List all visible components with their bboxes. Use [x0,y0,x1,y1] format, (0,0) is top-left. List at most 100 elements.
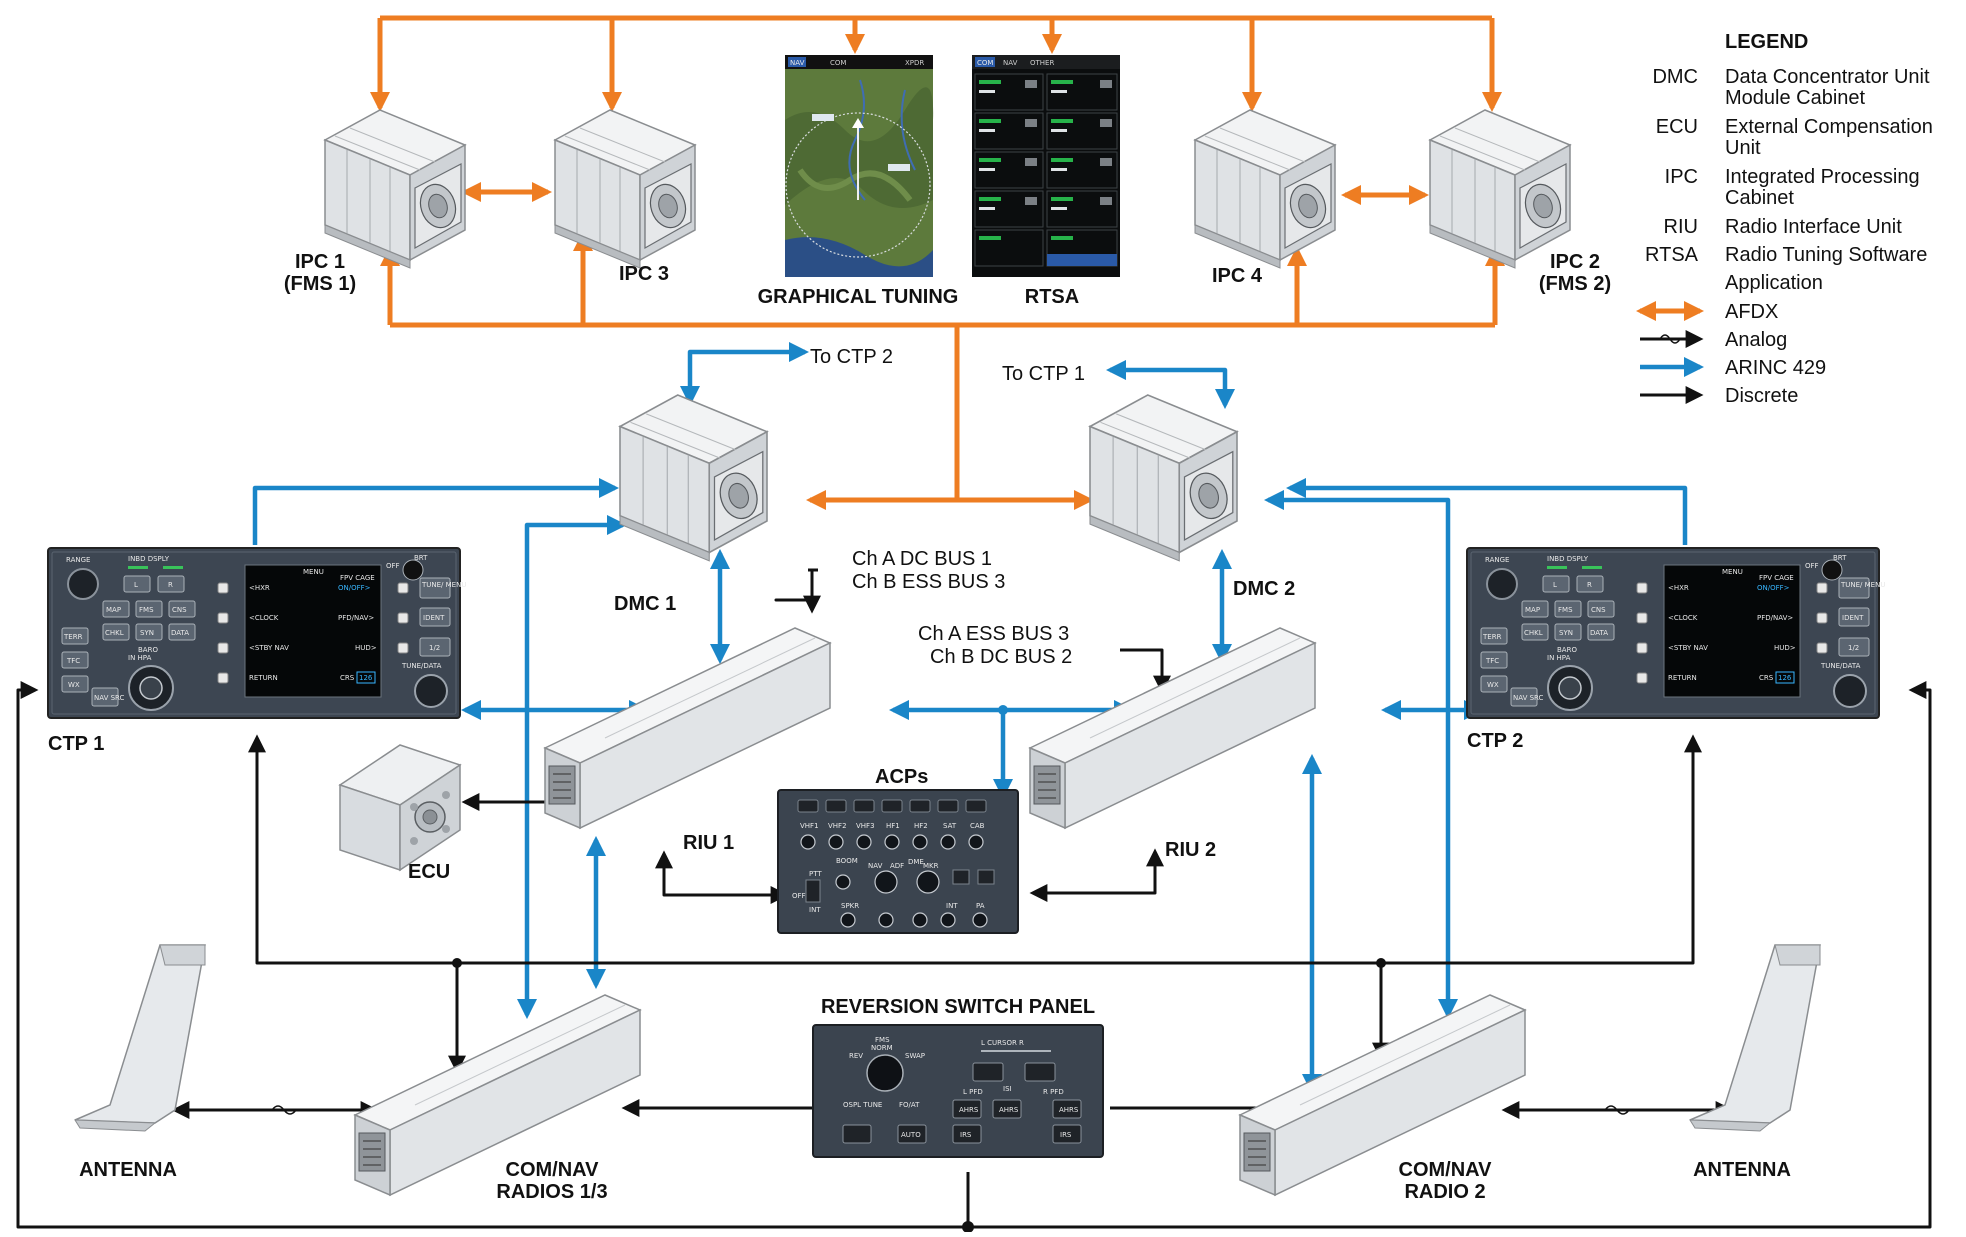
ctp1-wx-button[interactable]: WX [68,681,80,689]
arinc-429-network [252,341,1688,1095]
ctp2-cns-button[interactable]: CNS [1591,606,1606,614]
ctp1-cns-button[interactable]: CNS [172,606,187,614]
analog-key-icon [1640,330,1704,348]
ctp2-half-button[interactable]: 1/2 [1848,644,1859,652]
gt-tab-1[interactable]: COM [830,59,846,67]
gt-tab-2[interactable]: XPDR [905,59,924,67]
ctp1-tfc-button[interactable]: TFC [66,657,80,665]
range-knob-icon[interactable] [67,568,99,600]
ctp2-stbynav-item[interactable]: <STBY NAV [1668,644,1708,652]
ctp1-left-buttons[interactable]: L R MAP FMS CNS CHKL SYN DATA TERR TFC W… [61,575,196,707]
ctp2-crs-label: CRS [1759,674,1774,682]
ctp2-navsrc-button[interactable]: NAV SRC [1513,694,1544,702]
ctp1-navsrc-button[interactable]: NAV SRC [94,694,125,702]
ctp1-half-button[interactable]: 1/2 [429,644,440,652]
gt-tab-0[interactable]: NAV [790,59,805,67]
ctp2-r-button[interactable]: R [1587,581,1592,589]
ctp1-hud-item[interactable]: HUD> [355,644,377,652]
ctp2-onoff-item[interactable]: ON/OFF> [1757,584,1790,592]
ctp1-fms-button[interactable]: FMS [139,606,154,614]
ctp1-hxr-item[interactable]: <HXR [249,584,270,592]
legend: LEGEND DMC Data Concentrator Unit Module… [1636,31,1933,407]
bus2-line2-label: Ch B DC BUS 2 [930,646,1072,668]
ctp2-l-button[interactable]: L [1553,581,1557,589]
ctp2-hud-item[interactable]: HUD> [1774,644,1796,652]
ctp1-pfdnav-item[interactable]: PFD/NAV> [338,614,374,622]
ctp2-data-button[interactable]: DATA [1590,629,1608,637]
ctp1-return-item[interactable]: RETURN [249,674,278,682]
ctp2-ident-button[interactable]: IDENT [1842,614,1864,622]
acp-pa-label: PA [976,902,985,910]
ctp2-display [1663,564,1801,698]
brightness-knob-icon[interactable] [402,559,424,581]
ctp2-tfc-button[interactable]: TFC [1485,657,1499,665]
rtsa-tab-1[interactable]: NAV [1003,59,1018,67]
legend-key-arinc: ARINC 429 [1725,357,1826,379]
ctp2-terr-button[interactable]: TERR [1482,633,1502,641]
ctp1-ident-button[interactable]: IDENT [423,614,445,622]
comnav13-line1-label: COM/NAV [506,1159,600,1181]
ctp2-wx-button[interactable]: WX [1487,681,1499,689]
fms-selector-knob-icon[interactable] [866,1054,904,1092]
acp-key-sat[interactable]: SAT [943,822,957,830]
ctp2-return-item[interactable]: RETURN [1668,674,1697,682]
acp-key-cab[interactable]: CAB [970,822,985,830]
ctp2-left-buttons[interactable]: L R MAP FMS CNS CHKL SYN DATA TERR TFC W… [1480,575,1615,707]
ctp2-fpvcage-item[interactable]: FPV CAGE [1759,574,1794,582]
ctp2-tunemenu-button[interactable]: TUNE/ MENU [1840,581,1885,589]
ipc1-sub-label: (FMS 1) [284,273,356,295]
range-knob-icon[interactable] [1486,568,1518,600]
rtsa-tab-2[interactable]: OTHER [1030,59,1054,67]
acp-int-label: INT [809,906,821,914]
rsp-ahrs-button-l[interactable]: AHRS [959,1106,979,1114]
ctp1-terr-button[interactable]: TERR [63,633,83,641]
ctp2-pfdnav-item[interactable]: PFD/NAV> [1757,614,1793,622]
rsp-irs-button-l[interactable]: IRS [960,1131,972,1139]
rsp-ahrs-button-c[interactable]: AHRS [999,1106,1019,1114]
acp-key-hf2[interactable]: HF2 [914,822,928,830]
rtsa-tab-0[interactable]: COM [977,59,993,67]
ctp2-off-label: OFF [1805,562,1819,570]
ctp2-hxr-item[interactable]: <HXR [1668,584,1689,592]
ctp2-inbd-label: INBD DSPLY [1547,555,1589,563]
ctp1-chkl-button[interactable]: CHKL [105,629,124,637]
legend-def-riu-1: Radio Interface Unit [1725,216,1902,238]
rtsa-label: RTSA [1025,286,1079,308]
ctp2-syn-button[interactable]: SYN [1559,629,1573,637]
riu2-label: RIU 2 [1165,839,1216,861]
acp-knob-adf-label: ADF [890,862,904,870]
acp-key-vhf2[interactable]: VHF2 [828,822,847,830]
tune-knob-icon[interactable] [1833,674,1867,708]
ecu-label: ECU [408,861,450,883]
rsp-cursor-label: L CURSOR R [981,1039,1024,1047]
analog-links [171,1101,1734,1119]
ctp1-tunemenu-button[interactable]: TUNE/ MENU [421,581,466,589]
tune-knob-icon[interactable] [414,674,448,708]
ctp1-l-button[interactable]: L [134,581,138,589]
dmc-1-cabinet [619,394,768,562]
acp-off-label: OFF [792,892,806,900]
ctp1-data-button[interactable]: DATA [171,629,189,637]
brightness-knob-icon[interactable] [1821,559,1843,581]
ctp1-fpvcage-item[interactable]: FPV CAGE [340,574,375,582]
ctp2-fms-button[interactable]: FMS [1558,606,1573,614]
rsp-irs-button-r[interactable]: IRS [1060,1131,1072,1139]
acp-key-vhf3[interactable]: VHF3 [856,822,875,830]
rsp-norm-label: NORM [871,1044,893,1052]
acp-key-vhf1[interactable]: VHF1 [800,822,819,830]
rsp-ospltune-label: OSPL TUNE [843,1101,882,1109]
acp-key-hf1[interactable]: HF1 [886,822,900,830]
ctp1-r-button[interactable]: R [168,581,173,589]
ctp2-inhpa-label: IN HPA [1547,654,1571,662]
ctp1-syn-button[interactable]: SYN [140,629,154,637]
ctp1-stbynav-item[interactable]: <STBY NAV [249,644,289,652]
ctp2-map-button[interactable]: MAP [1525,606,1540,614]
ctp2-chkl-button[interactable]: CHKL [1524,629,1543,637]
ctp1-clock-item[interactable]: <CLOCK [249,614,279,622]
ctp2-clock-item[interactable]: <CLOCK [1668,614,1698,622]
legend-abbr-ecu: ECU [1656,116,1698,138]
ctp1-onoff-item[interactable]: ON/OFF> [338,584,371,592]
rsp-ahrs-button-r[interactable]: AHRS [1059,1106,1079,1114]
ctp1-map-button[interactable]: MAP [106,606,121,614]
rsp-auto-button[interactable]: AUTO [901,1131,921,1139]
